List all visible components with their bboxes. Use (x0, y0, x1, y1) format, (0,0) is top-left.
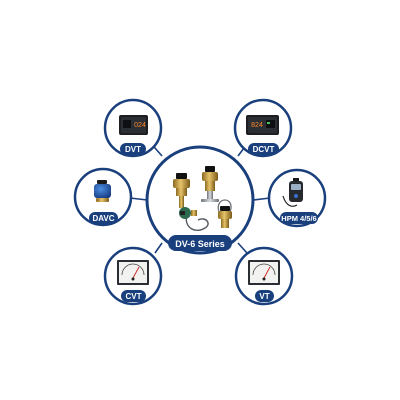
connector-hpm (252, 197, 271, 201)
center-label-background (168, 235, 232, 251)
dvt-readout: 024 (134, 122, 146, 129)
vacuum-gauge-tube-icon (217, 199, 232, 228)
analog-panel-meter-icon (117, 260, 149, 285)
digital-panel-meter-icon: 024 (119, 115, 148, 135)
node-vt: VT (234, 246, 294, 306)
analog-panel-meter-icon (248, 260, 280, 285)
node-label-background (120, 143, 146, 155)
node-label-background (248, 143, 279, 155)
blue-controller-module-icon (94, 180, 111, 202)
node-hpm: HPM 4/5/6 (267, 168, 327, 228)
node-label-dcvt: DCVT (253, 145, 275, 154)
node-label-background (255, 290, 274, 302)
center-node-dv6-series: DV-6 Series (145, 145, 255, 255)
node-dcvt: 824 DCVT (233, 98, 293, 158)
center-label: DV-6 Series (175, 239, 225, 249)
vacuum-gauge-tube-icon (201, 166, 219, 202)
handheld-vacuum-meter-icon (282, 178, 303, 207)
vacuum-gauge-tube-icon (173, 173, 190, 208)
node-label-background (280, 212, 318, 224)
connector-cvt (154, 242, 163, 254)
node-label-cvt: CVT (126, 292, 142, 301)
connector-vt (237, 242, 248, 254)
node-label-hpm: HPM 4/5/6 (281, 214, 316, 223)
connector-davc (129, 197, 148, 201)
node-label-dvt: DVT (125, 145, 141, 154)
node-label-background (89, 212, 118, 224)
node-label-davc: DAVC (92, 214, 114, 223)
node-label-background (121, 290, 146, 302)
node-dvt: 024 DVT (103, 98, 163, 158)
dcvt-readout: 824 (251, 122, 263, 129)
node-davc: DAVC (73, 167, 133, 227)
node-label-vt: VT (259, 292, 269, 301)
sensor-cable-icon (179, 207, 209, 232)
node-cvt: CVT (103, 246, 163, 306)
digital-panel-meter-icon: 824 (246, 115, 279, 135)
